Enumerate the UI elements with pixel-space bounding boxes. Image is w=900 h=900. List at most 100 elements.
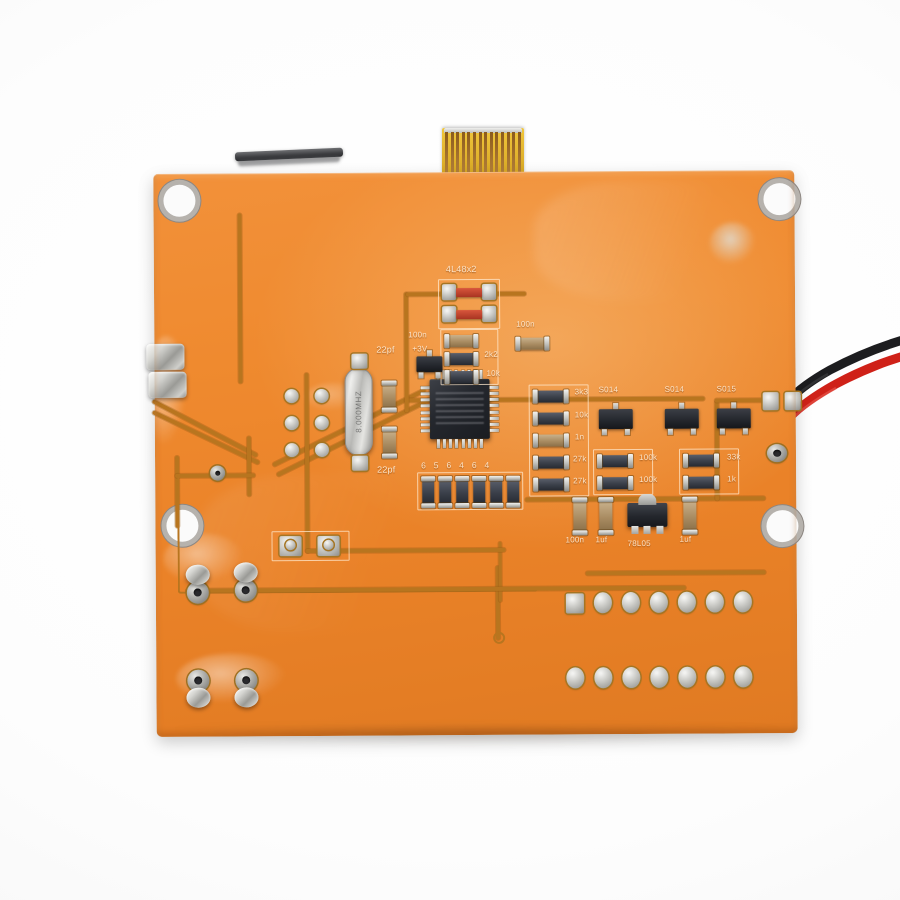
pad-row-lower-item (650, 666, 669, 688)
pad-row-lower-item (566, 667, 585, 689)
res-33k-1k-outline (678, 448, 740, 495)
crystal-pad-top (351, 353, 368, 369)
precision-resistor (489, 475, 504, 508)
pad-row-upper-item (733, 591, 752, 613)
pad-row-lower-item (706, 666, 725, 688)
precision-resistor (455, 476, 470, 509)
fpc-strain-bar (444, 128, 522, 133)
cap-100n-reg (572, 497, 588, 536)
res-27k-a (533, 455, 570, 470)
silk-2k2: 2k2 (484, 349, 498, 359)
pcb-board: 8.000MHZ 22pf 22pf (146, 170, 801, 737)
through-hole-bl-4 (235, 669, 258, 692)
via-array-pad (314, 442, 330, 457)
silk-33k: 33k (726, 452, 741, 462)
precision-resistor (472, 475, 487, 509)
crystal-oscillator: 8.000MHZ (344, 367, 374, 456)
trace-to-header (585, 570, 766, 576)
mcu-pins-left (420, 386, 430, 433)
silk-27k-a: 27k (573, 454, 587, 464)
trace-arc-left-b (305, 547, 506, 554)
silk-10k-a: 10k (486, 368, 501, 378)
trace-top-center (404, 292, 409, 413)
silk-3k3: 3k3 (574, 387, 589, 397)
silk-27k-b: 27k (573, 476, 587, 486)
via-array-pad (284, 443, 300, 458)
flux-residue-bottom-left (163, 533, 244, 584)
silk-1uf-a: 1uf (595, 535, 608, 545)
trace-right-long-2 (525, 496, 766, 502)
precision-resistor (421, 476, 436, 509)
two-pad-footprint-hole (285, 540, 296, 551)
trace-left-long (151, 399, 259, 458)
mcu-pins-top (436, 369, 483, 380)
transistor-q2 (664, 402, 699, 435)
wire-pad-red (784, 392, 801, 411)
trace-to-wire-pads (714, 398, 777, 403)
two-pad-footprint-hole (323, 539, 334, 550)
diode-array-pad (442, 306, 457, 323)
diode-array-pad (441, 284, 457, 301)
solder-blob-bl-4 (234, 687, 259, 708)
cap-1uf-b (682, 496, 698, 535)
silk-q1: S014 (598, 385, 619, 395)
pad-row-lower-item (678, 666, 697, 688)
pad-row-upper-item (705, 591, 724, 613)
trace-top-left-up (237, 213, 243, 384)
fpc-fingers (445, 132, 521, 174)
trace-center-v2 (495, 565, 501, 640)
silk-100n-reg: 100n (565, 535, 585, 545)
res-3k3 (532, 389, 569, 404)
cap-1uf-a (598, 497, 614, 536)
sot-lead (731, 402, 737, 409)
zif-socket-solder-blob-upper (146, 343, 185, 371)
lcd-fpc-connector (442, 128, 524, 174)
flux-residue-mid (304, 382, 365, 412)
voltage-regulator-78l05 (627, 493, 668, 535)
sot-lead (613, 403, 619, 410)
silk-plus3v: +3V (412, 344, 428, 354)
regulator-lead (631, 526, 639, 535)
regulator-lead (656, 525, 664, 534)
sot-lead (690, 428, 696, 435)
precision-resistor (506, 475, 521, 508)
pad-row-lower-item (622, 666, 641, 689)
trace-right-long (404, 396, 705, 403)
trace-arc-left (304, 373, 310, 554)
silk-1n: 1n (574, 432, 585, 442)
regulator-lead (643, 525, 651, 534)
trace-mid-diag-2 (276, 397, 431, 478)
trace-loop-bottom (177, 471, 538, 594)
diode-array-pad (481, 283, 497, 300)
silk-100k-b: 100k (639, 474, 658, 485)
trace-left-long-2 (151, 410, 260, 465)
flux-residue-bottom-left-2 (176, 653, 287, 704)
sot-lead (742, 428, 748, 435)
cap-1n (532, 433, 569, 448)
silk-10k-b: 10k (574, 410, 589, 420)
two-pad-footprint-pad (317, 535, 340, 556)
res-100k-b (597, 476, 634, 491)
rc-stack-outline (440, 328, 499, 386)
transistor-q0 (416, 350, 443, 379)
crystal-marking: 8.000MHZ (354, 390, 364, 433)
zif-socket-solder-blob-lower (148, 371, 187, 398)
res-27k-b (533, 477, 570, 492)
pad-row-upper-item (593, 592, 612, 614)
pad-row-upper-item (621, 591, 640, 614)
mounting-hole-top-left (163, 184, 196, 217)
wire-exit-hole (766, 444, 788, 463)
via-array-pad (314, 415, 329, 430)
res-10k-a (444, 369, 479, 385)
diode-array-outline (437, 278, 501, 330)
sot-lead (426, 350, 432, 357)
cap-22pf-top (381, 380, 397, 413)
trace-center-h (406, 291, 527, 297)
two-pad-footprint-pad (279, 536, 302, 557)
through-hole-bl-1 (186, 581, 209, 604)
silk-78l05: 78L05 (627, 538, 651, 549)
board-contact-shadow (170, 728, 785, 744)
pad-row-lower-item (594, 667, 613, 689)
silk-100n-b: 100n (516, 319, 535, 329)
silk-22pf-top: 22pf (376, 344, 395, 355)
